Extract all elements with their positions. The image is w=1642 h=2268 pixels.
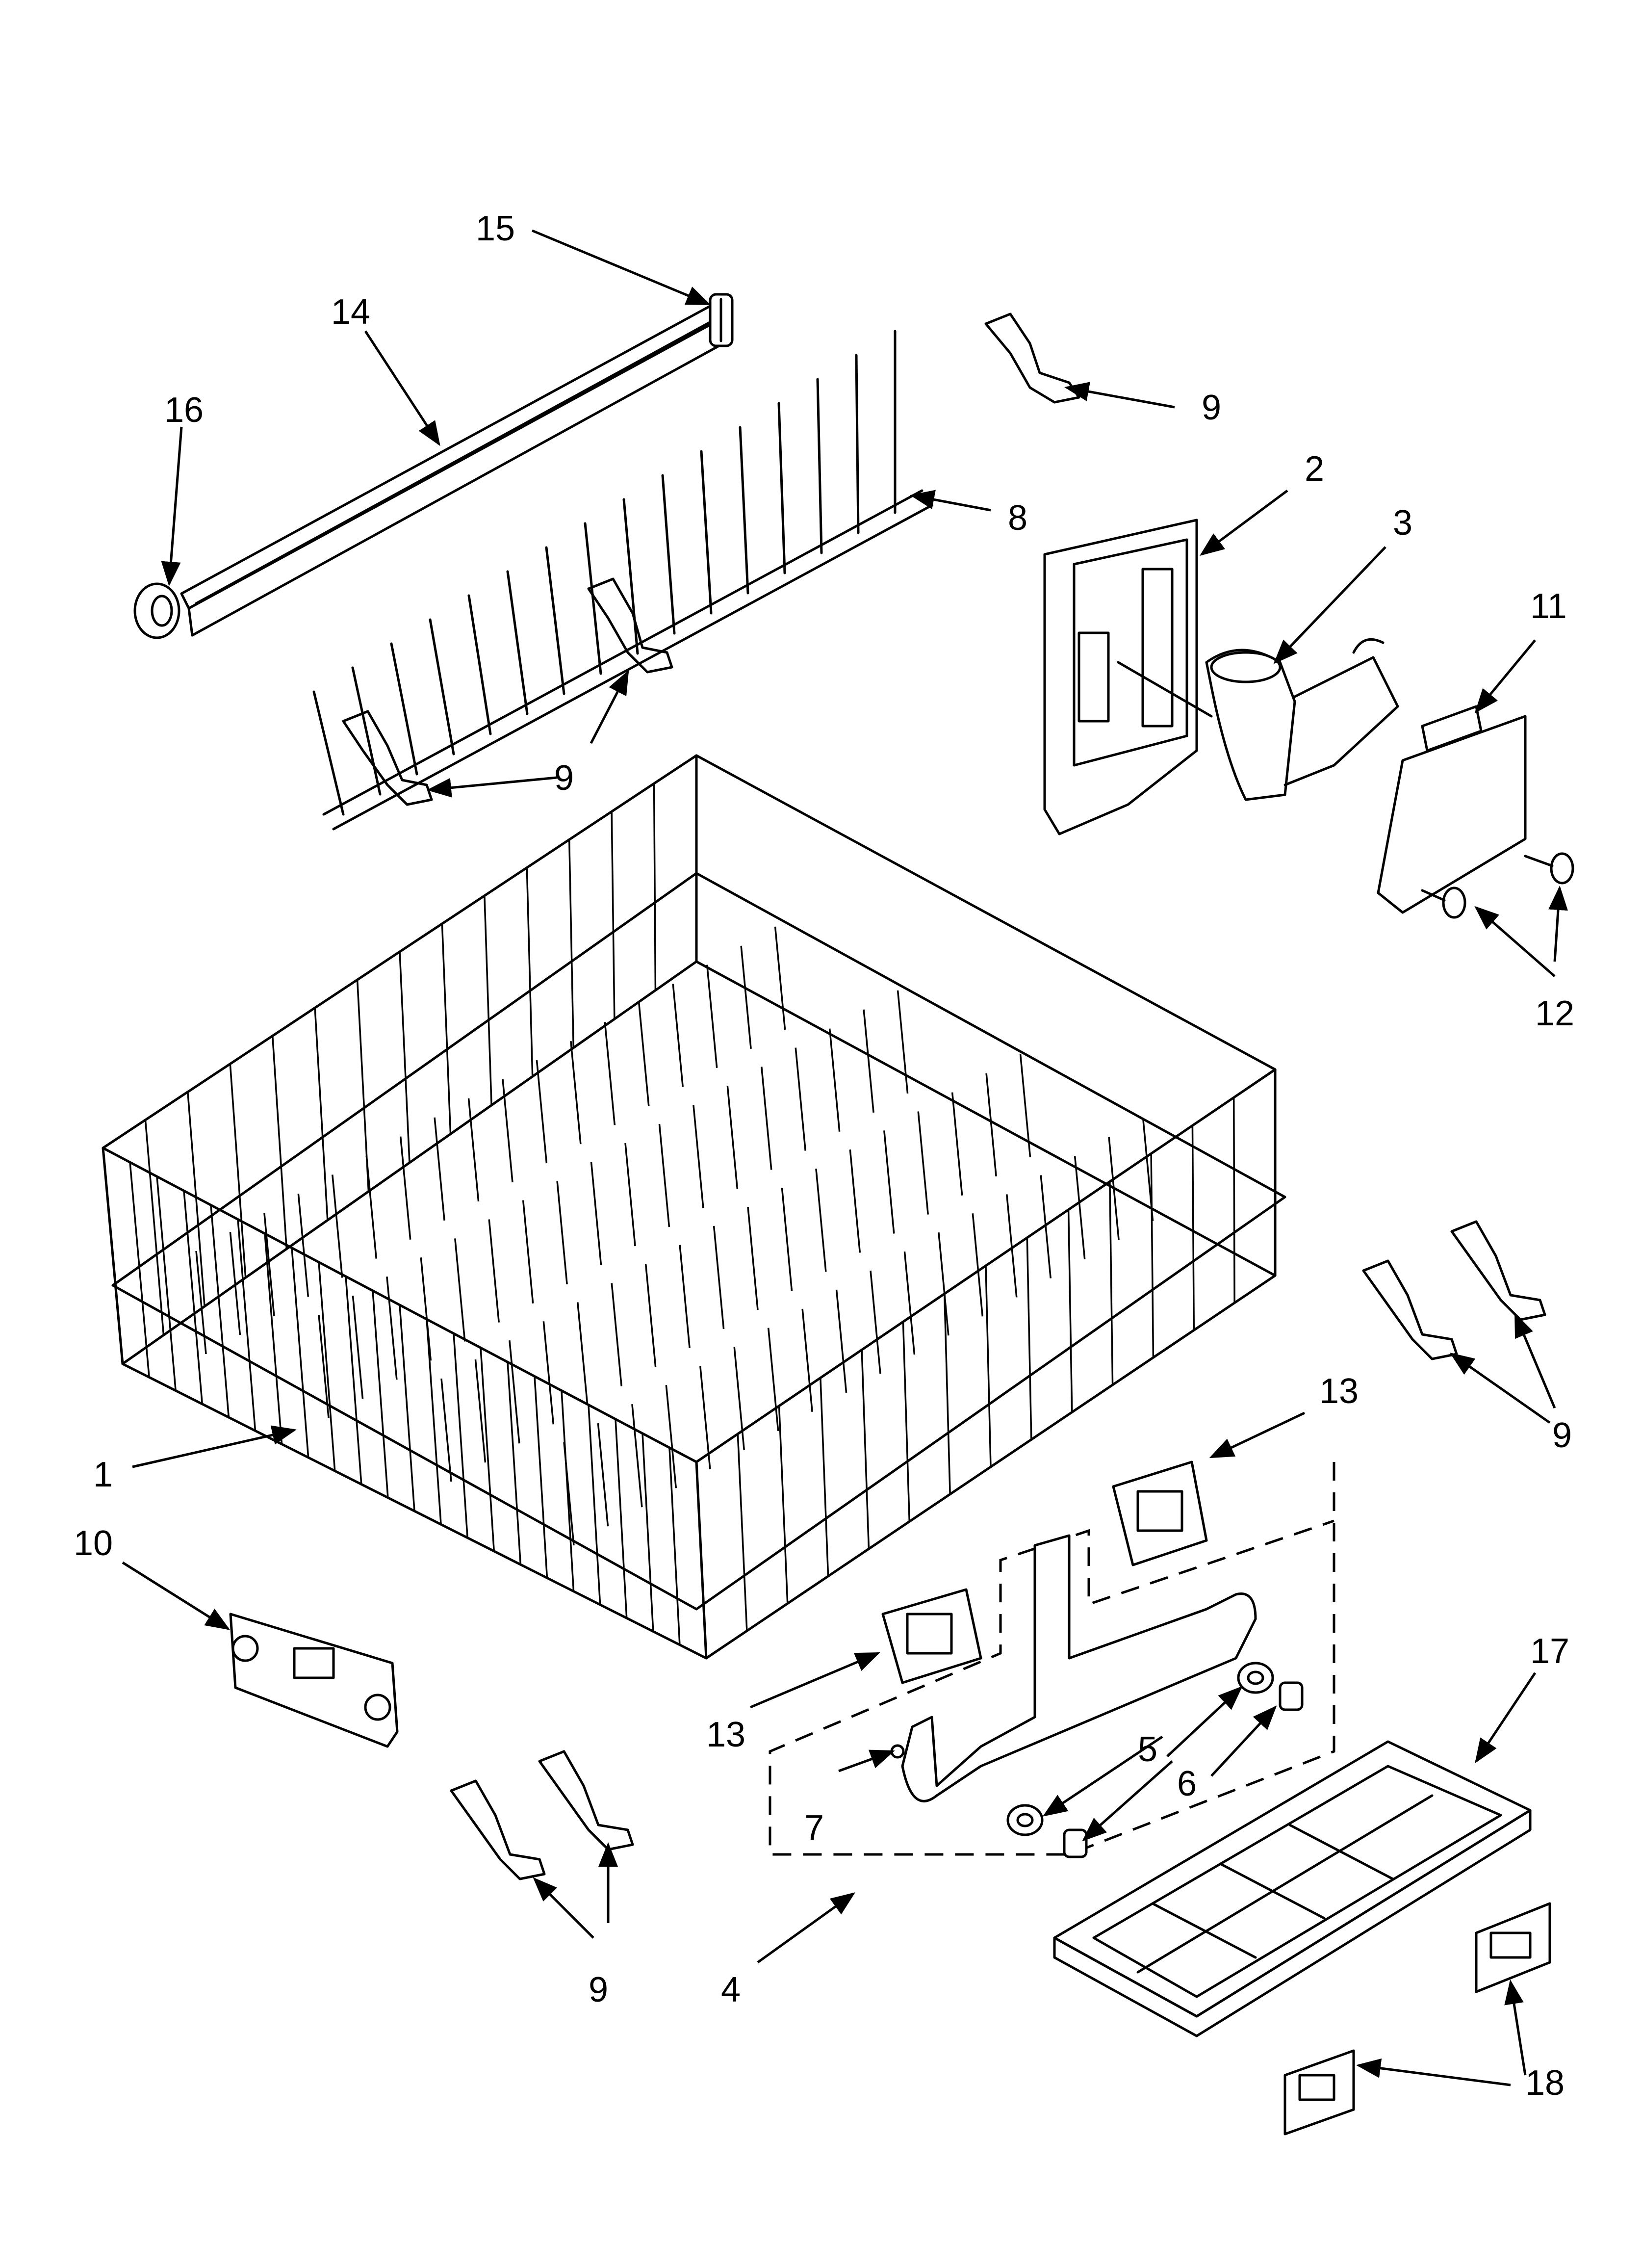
part-side-bracket <box>229 1613 399 1748</box>
callout-10: 10 <box>74 1524 113 1563</box>
part-cover-plate <box>1377 705 1527 914</box>
part-rack-clip-right-b <box>1450 1220 1546 1321</box>
part-pin <box>890 1744 905 1759</box>
callout-17: 17 <box>1530 1632 1569 1671</box>
callout-4: 4 <box>721 1970 741 2009</box>
part-utensil-tray <box>1053 1740 1532 2037</box>
part-rack-clip-tine-mid <box>587 577 673 674</box>
part-guide-block-lower <box>881 1588 982 1684</box>
callout-5: 5 <box>1138 1730 1157 1769</box>
leader-lines <box>122 229 1568 2086</box>
callout-13-lower: 13 <box>706 1715 745 1754</box>
part-rail-bar <box>180 303 725 637</box>
part-adjuster-assembly <box>769 1462 1335 1856</box>
part-wheel-a <box>1279 1681 1304 1711</box>
part-washer-a <box>1237 1662 1274 1694</box>
part-wheel-b <box>1063 1828 1088 1858</box>
part-rack-clip-bottom-a <box>450 1779 546 1880</box>
part-upper-rack <box>102 754 1286 1660</box>
part-tray-bracket-b <box>1475 1902 1551 1993</box>
part-adjuster-lever <box>1205 638 1399 801</box>
part-guide-block-upper <box>1112 1460 1208 1566</box>
callout-9-tines: 9 <box>554 758 574 798</box>
callout-2: 2 <box>1305 449 1324 489</box>
callout-12: 12 <box>1535 994 1574 1033</box>
callout-13-upper: 13 <box>1319 1372 1359 1411</box>
part-rack-clip-top <box>984 313 1080 404</box>
part-rack-clip-right-a <box>1362 1259 1458 1360</box>
callout-16: 16 <box>164 391 204 430</box>
callout-15: 15 <box>476 209 515 248</box>
callout-1: 1 <box>93 1455 113 1494</box>
callout-8: 8 <box>1008 498 1027 538</box>
part-tine-row <box>312 330 933 831</box>
callout-9-right: 9 <box>1552 1416 1572 1455</box>
part-rack-clip-bottom-b <box>538 1750 634 1851</box>
callout-6: 6 <box>1177 1764 1197 1803</box>
part-end-cap <box>133 582 180 639</box>
callout-11: 11 <box>1530 587 1567 626</box>
part-tray-bracket-a <box>1283 2049 1355 2136</box>
callout-18: 18 <box>1525 2063 1565 2103</box>
callout-labels: 15 14 16 9 8 2 3 11 9 12 1 13 9 10 13 5 … <box>74 209 1574 2103</box>
callout-9-bottom: 9 <box>589 1970 608 2009</box>
part-screws <box>1421 852 1574 919</box>
callout-7: 7 <box>804 1808 824 1848</box>
part-rack-clip-tine-left <box>342 710 433 806</box>
part-end-clip <box>709 293 734 347</box>
callout-3: 3 <box>1393 503 1412 543</box>
part-washer-b <box>1006 1804 1044 1836</box>
part-adjuster-housing <box>1043 519 1213 835</box>
callout-14: 14 <box>331 292 370 332</box>
callout-9-top: 9 <box>1202 388 1221 427</box>
